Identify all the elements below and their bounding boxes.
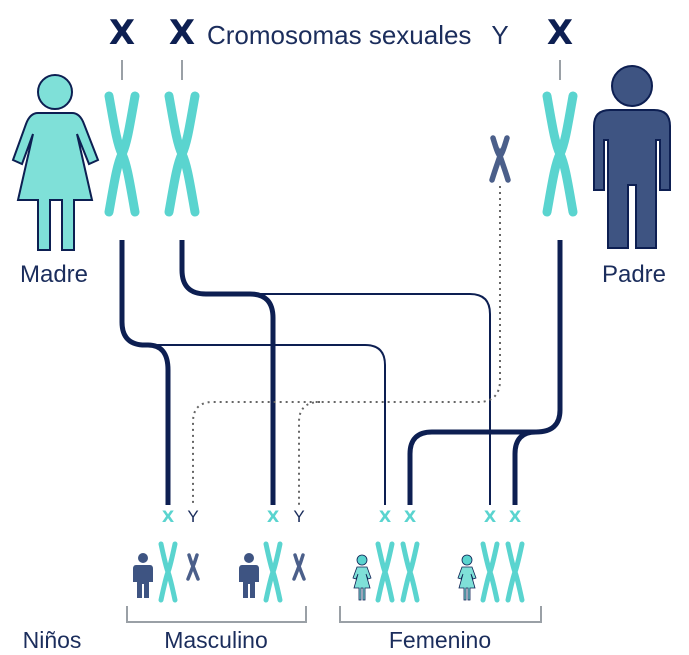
header-x-mark-2: X xyxy=(169,13,195,53)
header-y-mark: Y xyxy=(491,20,508,50)
male-1-y-label: Y xyxy=(187,507,198,526)
header-title: Cromosomas sexuales xyxy=(207,20,471,50)
female-bracket xyxy=(340,606,541,622)
female-child-2-x-chromosome-2 xyxy=(508,544,522,600)
header-x-mark-1: X xyxy=(109,13,135,53)
female-child-2-icon xyxy=(458,555,476,600)
female-2-x-label-2: X xyxy=(509,507,522,526)
female-1-x-label-2: X xyxy=(404,507,417,526)
father-x-chromosome xyxy=(547,96,573,212)
male-1-x-label: X xyxy=(162,507,175,526)
female-group-label: Femenino xyxy=(389,627,491,653)
male-child-2-icon xyxy=(239,553,259,598)
male-child-1-x-chromosome xyxy=(161,544,175,600)
father-label: Padre xyxy=(602,261,666,288)
female-child-1-icon xyxy=(353,555,371,600)
female-child-2-x-chromosome-1 xyxy=(483,544,497,600)
female-1-x-label-1: X xyxy=(379,507,392,526)
children-label: Niños xyxy=(23,627,82,653)
mother-x-chromosome-2 xyxy=(169,96,195,212)
mother-x-chromosome-1 xyxy=(109,96,135,212)
header-ticks xyxy=(122,60,560,80)
mother-label: Madre xyxy=(20,261,88,288)
male-child-1-icon xyxy=(133,553,153,598)
male-child-1-y-chromosome xyxy=(188,555,198,579)
male-2-x-label: X xyxy=(267,507,280,526)
male-bracket xyxy=(127,606,306,622)
female-2-x-label-1: X xyxy=(484,507,497,526)
male-group-label: Masculino xyxy=(164,627,268,653)
male-child-2-y-chromosome xyxy=(294,555,304,579)
header-x-mark-3: X xyxy=(547,13,573,53)
group-brackets xyxy=(127,606,541,622)
female-child-1-x-chromosome-1 xyxy=(378,544,392,600)
male-2-y-label: Y xyxy=(293,507,304,526)
male-child-2-x-chromosome xyxy=(266,544,280,600)
father-icon xyxy=(594,66,670,248)
female-child-1-x-chromosome-2 xyxy=(403,544,417,600)
inheritance-lines xyxy=(122,240,560,505)
mother-icon xyxy=(13,75,98,250)
father-y-chromosome xyxy=(492,138,508,180)
